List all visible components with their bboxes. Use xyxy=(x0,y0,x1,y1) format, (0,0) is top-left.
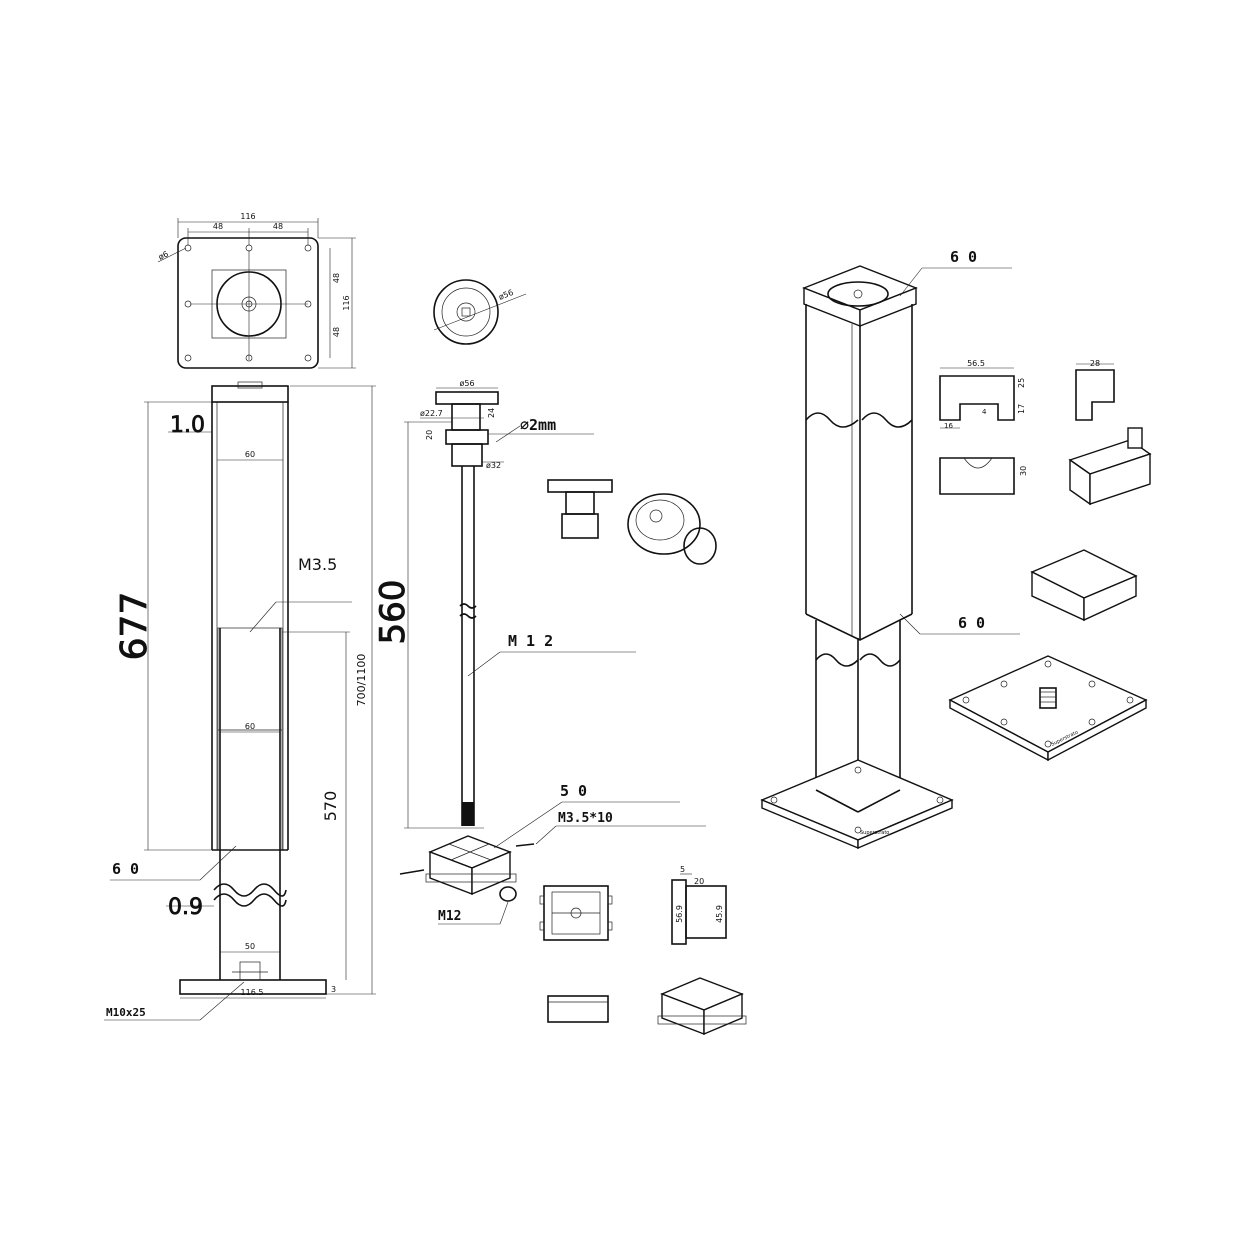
elev-dim-base-width: 116.5 xyxy=(241,988,264,997)
elev-dim-bottom-offset: 0.9 xyxy=(168,895,203,920)
elev-label-60: 6 0 xyxy=(112,860,139,878)
leg-elevation-view: 60 60 50 1.0 677 M3.5 570 700/1100 6 0 0… xyxy=(104,381,376,1021)
cap-dim-lip: 17 xyxy=(1017,404,1026,414)
insert-dim-5: 5 xyxy=(680,865,685,874)
elev-dim-width-top: 60 xyxy=(245,450,255,459)
cap-dim-width: 56.5 xyxy=(967,359,985,368)
cap-dim-side-width: 28 xyxy=(1090,359,1100,368)
elev-dim-top-offset: 1.0 xyxy=(170,413,205,438)
insert-screw-label: M3.5*10 xyxy=(558,811,613,826)
leg-mid-label: 6 0 xyxy=(958,614,985,632)
cap-dim-depth: 30 xyxy=(1019,466,1028,476)
plan-hole-dia: ø6 xyxy=(157,249,170,261)
cap-dim-height: 25 xyxy=(1017,378,1026,388)
insert-nut-label: M12 xyxy=(438,909,461,924)
elev-dim-width-mid: 60 xyxy=(245,722,255,731)
elev-dim-height-upper: 677 xyxy=(114,592,155,661)
elev-bolt-label: M10x25 xyxy=(106,1006,146,1019)
foot-insert-details: 5 0 M3.5*10 M12 5 20 56.9 45.9 xyxy=(399,782,747,1036)
plan-dim-side-overall: 116 xyxy=(342,295,351,310)
cap-dim-slot: 4 xyxy=(982,408,987,416)
rod-thread-label: M 1 2 xyxy=(508,632,553,650)
elev-dim-base-thickness: 3 xyxy=(331,985,336,994)
insert-dim-20: 20 xyxy=(694,877,704,886)
rod-wire-dia: ∅2mm xyxy=(520,416,556,434)
leg-top-label: 6 0 xyxy=(950,248,977,266)
rod-disc-dia-top: ø56 xyxy=(497,288,514,302)
base-plate-plan-view: 116 48 48 116 48 48 ø6 xyxy=(157,212,356,369)
plan-dim-half-right: 48 xyxy=(273,222,283,231)
elev-dim-height-lower: 570 xyxy=(321,791,340,822)
rod-length: 560 xyxy=(373,580,413,645)
rod-sleeve-dia: ø32 xyxy=(486,461,501,470)
brand-mark-leg: Superstrato xyxy=(860,830,889,836)
plan-dim-side-a: 48 xyxy=(332,273,341,283)
insert-dim-45-9: 45.9 xyxy=(715,905,724,923)
insert-size-label: 5 0 xyxy=(560,782,587,800)
elev-dim-height-total: 700/1100 xyxy=(355,654,368,707)
plan-dim-half-left: 48 xyxy=(213,222,223,231)
threaded-rod-view: ø56 ø56 ø22.7 24 20 ø32 ∅2mm 560 M 1 2 xyxy=(373,279,717,829)
elev-dim-width-bottom: 50 xyxy=(245,942,255,951)
rod-collar-dia: ø22.7 xyxy=(420,409,443,418)
elev-screw-mark: M3.5 xyxy=(298,555,337,574)
rod-sleeve-height: 20 xyxy=(425,430,434,440)
cap-dim-foot: 16 xyxy=(944,422,953,430)
rod-disc-dia-side: ø56 xyxy=(459,379,474,388)
plan-dim-side-b: 48 xyxy=(332,327,341,337)
cap-details: 56.5 25 17 4 16 28 30 Superstrato xyxy=(939,359,1152,762)
rod-collar-height: 24 xyxy=(487,408,496,418)
assembled-leg-iso: Superstrato 6 0 6 0 xyxy=(760,248,1020,850)
plan-dim-overall: 116 xyxy=(240,212,255,221)
insert-dim-56-9: 56.9 xyxy=(675,905,684,923)
